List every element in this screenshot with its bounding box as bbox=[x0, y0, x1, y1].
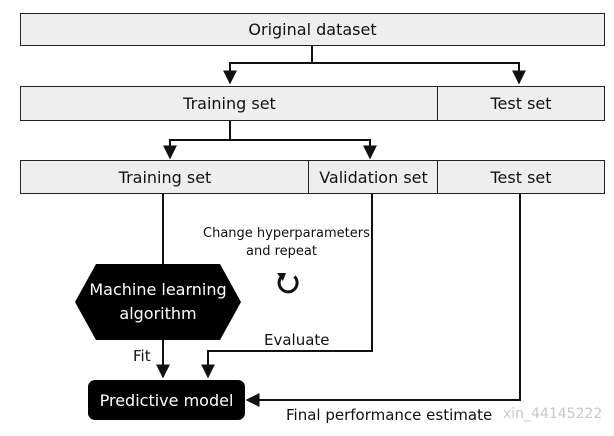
split-arrow-4 bbox=[230, 139, 377, 160]
fit-label: Fit bbox=[133, 347, 151, 365]
training-set-box-2: Training set bbox=[20, 160, 310, 194]
evaluate-label: Evaluate bbox=[264, 331, 330, 349]
refresh-icon bbox=[277, 273, 299, 294]
split-arrow-3 bbox=[163, 121, 231, 160]
validation-set-box: Validation set bbox=[308, 160, 439, 194]
hint-line-1: Change hyperparameters bbox=[203, 226, 370, 241]
test-set-label-1: Test set bbox=[490, 94, 552, 113]
test-set-label-2: Test set bbox=[490, 167, 552, 187]
training-set-label-2: Training set bbox=[118, 167, 212, 187]
test-set-box-2: Test set bbox=[437, 160, 605, 194]
algorithm-hexagon bbox=[75, 264, 241, 340]
split-arrow-1 bbox=[223, 46, 313, 85]
validation-set-label: Validation set bbox=[319, 167, 428, 187]
split-arrow-2 bbox=[312, 62, 526, 85]
predictive-model-label: Predictive model bbox=[99, 390, 234, 410]
algorithm-line-2: algorithm bbox=[119, 304, 197, 323]
algorithm-label: Machine learning algorithm bbox=[75, 278, 241, 326]
final-estimate-label: Final performance estimate bbox=[286, 406, 493, 424]
algorithm-line-1: Machine learning bbox=[89, 280, 227, 299]
watermark: xin_44145222 bbox=[503, 406, 603, 422]
training-set-label-1: Training set bbox=[183, 94, 276, 113]
original-dataset-box: Original dataset bbox=[20, 13, 605, 46]
training-set-box-1: Training set bbox=[20, 86, 439, 121]
test-set-box-1: Test set bbox=[437, 86, 605, 121]
predictive-model-box: Predictive model bbox=[88, 380, 245, 420]
original-dataset-label: Original dataset bbox=[248, 20, 377, 39]
evaluate-arrow bbox=[201, 194, 373, 379]
hint-line-2: and repeat bbox=[246, 244, 317, 259]
final-arrow bbox=[245, 194, 521, 407]
